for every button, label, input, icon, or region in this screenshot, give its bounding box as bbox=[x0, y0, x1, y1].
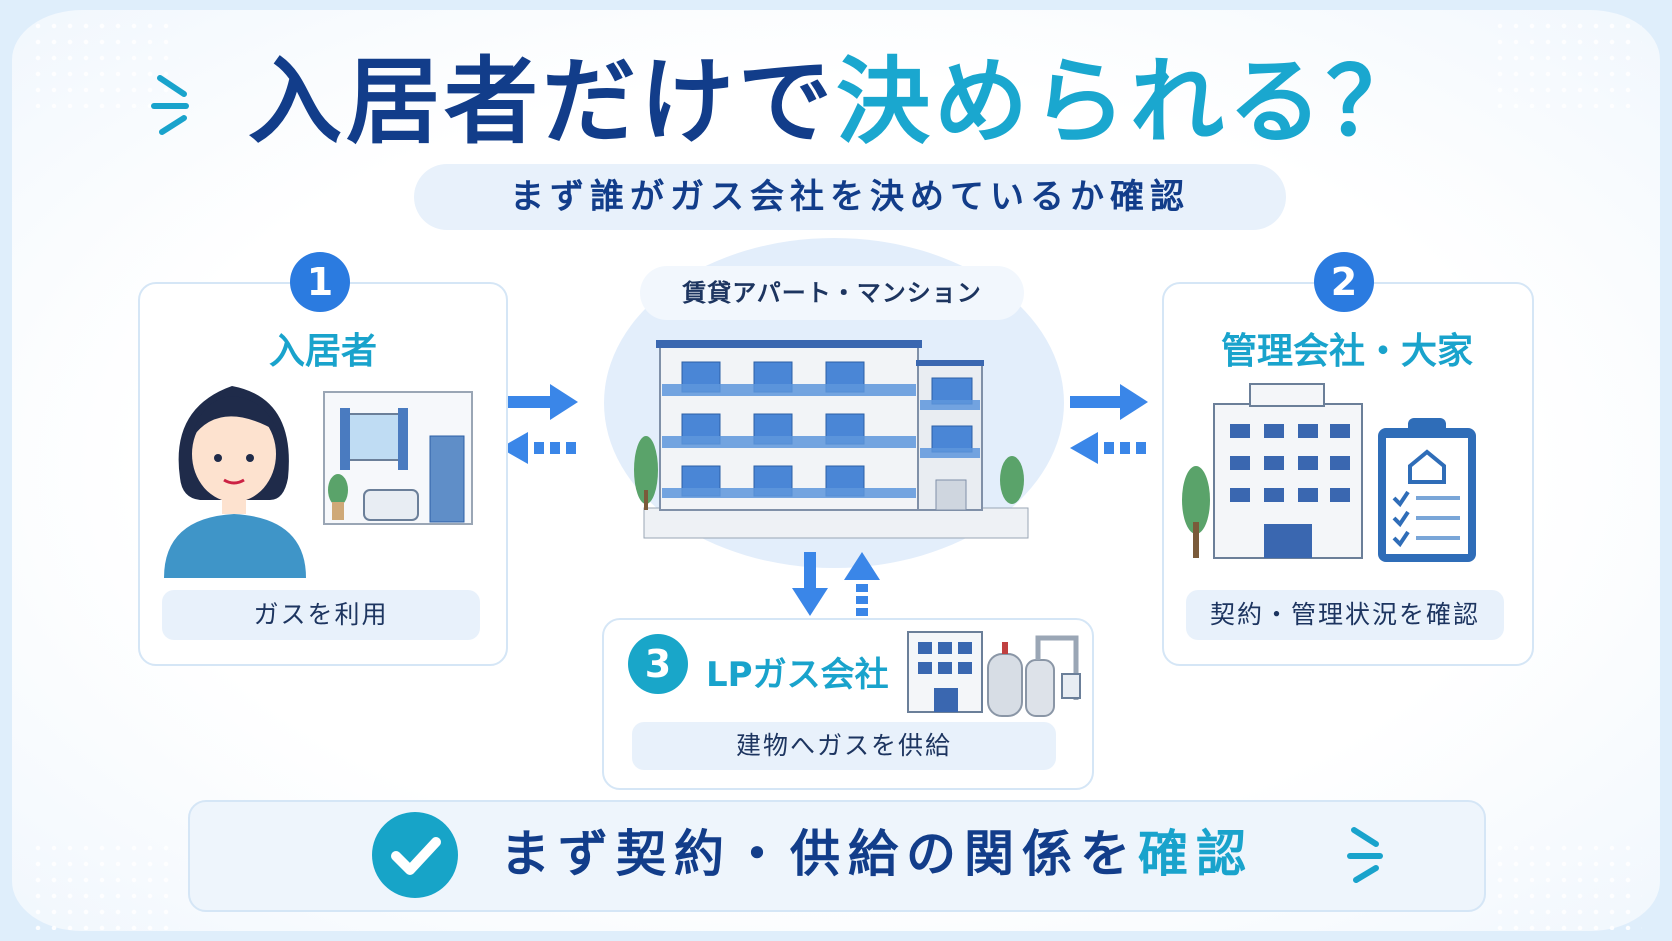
check-icon bbox=[372, 812, 458, 898]
room-icon bbox=[323, 391, 473, 525]
gas-tank-icon bbox=[907, 631, 1081, 717]
arrow-icon bbox=[500, 384, 578, 464]
sparkle-icon bbox=[151, 75, 189, 135]
step-badge: 2 bbox=[1314, 252, 1374, 312]
dot-pattern bbox=[30, 18, 180, 108]
footer-accent: 確認 bbox=[1138, 825, 1254, 883]
page-title: 入居者だけで決められる？ bbox=[0, 48, 1672, 158]
footer-dark: まず契約・供給の関係を bbox=[500, 825, 1138, 883]
clipboard-icon bbox=[1378, 418, 1476, 562]
title-dark: 入居者だけで bbox=[247, 48, 836, 157]
step-badge: 1 bbox=[290, 252, 350, 312]
card-role: 建物へガスを供給 bbox=[632, 722, 1056, 770]
subtitle: まず誰がガス会社を決めているか確認 bbox=[414, 164, 1286, 230]
dot-pattern bbox=[30, 840, 180, 930]
dot-pattern bbox=[1492, 18, 1642, 108]
person-icon bbox=[164, 386, 306, 578]
office-building-icon bbox=[1182, 383, 1363, 559]
card-role: 契約・管理状況を確認 bbox=[1186, 590, 1504, 640]
apartment-icon bbox=[634, 340, 1029, 539]
arrow-icon bbox=[792, 552, 880, 616]
card-title: 入居者 bbox=[268, 331, 377, 372]
card-role: ガスを利用 bbox=[162, 590, 480, 640]
sparkle-icon bbox=[1347, 827, 1383, 883]
arrow-icon bbox=[1070, 384, 1148, 464]
footer-message: まず契約・供給の関係を確認 bbox=[500, 812, 1340, 896]
card-title: LPガス会社 bbox=[706, 655, 889, 695]
card-title: 管理会社・大家 bbox=[1220, 331, 1473, 372]
dot-pattern bbox=[1492, 840, 1642, 930]
building-label: 賃貸アパート・マンション bbox=[640, 266, 1024, 320]
title-accent: 決められる？ bbox=[836, 48, 1425, 157]
step-badge: 3 bbox=[628, 634, 688, 694]
